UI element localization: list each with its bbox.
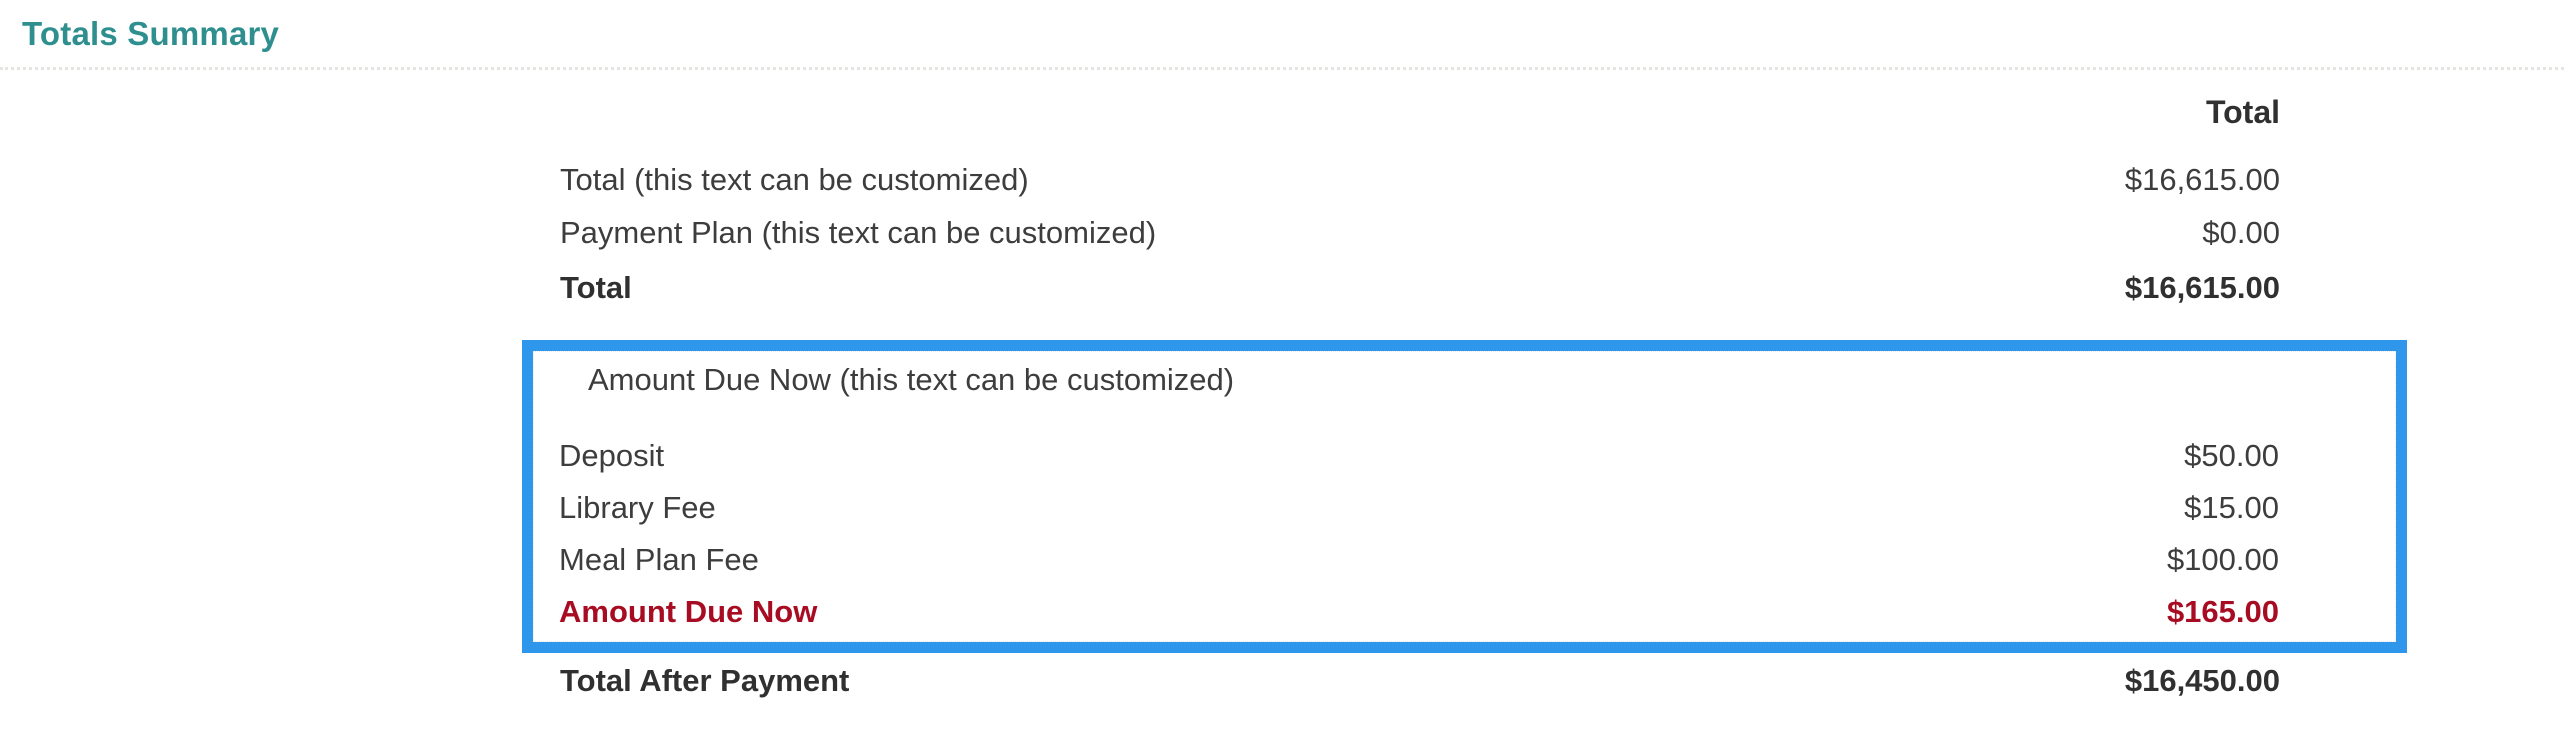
row-value: $16,615.00: [2124, 162, 2280, 197]
fee-row-deposit: Deposit $50.00: [534, 430, 2395, 482]
total-after-payment-row: Total After Payment $16,450.00: [0, 659, 2576, 703]
row-value: $15.00: [2184, 490, 2279, 525]
row-value: $16,615.00: [2124, 270, 2280, 305]
total-column-header: Total: [2205, 94, 2280, 130]
row-label: Total: [560, 270, 632, 305]
section-separator: [0, 67, 2564, 70]
amount-due-highlight-box: Amount Due Now (this text can be customi…: [522, 340, 2407, 653]
amount-due-box-header: Amount Due Now (this text can be customi…: [588, 362, 1235, 397]
row-value: $100.00: [2166, 542, 2279, 577]
summary-row-total: Total $16,615.00: [0, 266, 2576, 310]
row-value: $165.00: [2166, 594, 2279, 629]
row-label: Total (this text can be customized): [560, 162, 1029, 197]
row-label: Meal Plan Fee: [559, 542, 759, 577]
row-value: $50.00: [2184, 438, 2279, 473]
fee-row-library-fee: Library Fee $15.00: [534, 482, 2395, 534]
row-label: Library Fee: [559, 490, 716, 525]
row-value: $16,450.00: [2124, 663, 2280, 698]
amount-due-now-row: Amount Due Now $165.00: [534, 586, 2395, 638]
row-label: Amount Due Now: [559, 594, 818, 629]
row-label: Total After Payment: [560, 663, 850, 698]
page-title: Totals Summary: [22, 15, 280, 52]
fee-row-meal-plan-fee: Meal Plan Fee $100.00: [534, 534, 2395, 586]
summary-row-total-customizable: Total (this text can be customized) $16,…: [0, 158, 2576, 202]
row-label: Payment Plan (this text can be customize…: [560, 215, 1157, 250]
amount-due-box-content: Amount Due Now (this text can be customi…: [533, 351, 2396, 642]
row-label: Deposit: [559, 438, 665, 473]
summary-row-payment-plan: Payment Plan (this text can be customize…: [0, 211, 2576, 255]
row-value: $0.00: [2202, 215, 2280, 250]
